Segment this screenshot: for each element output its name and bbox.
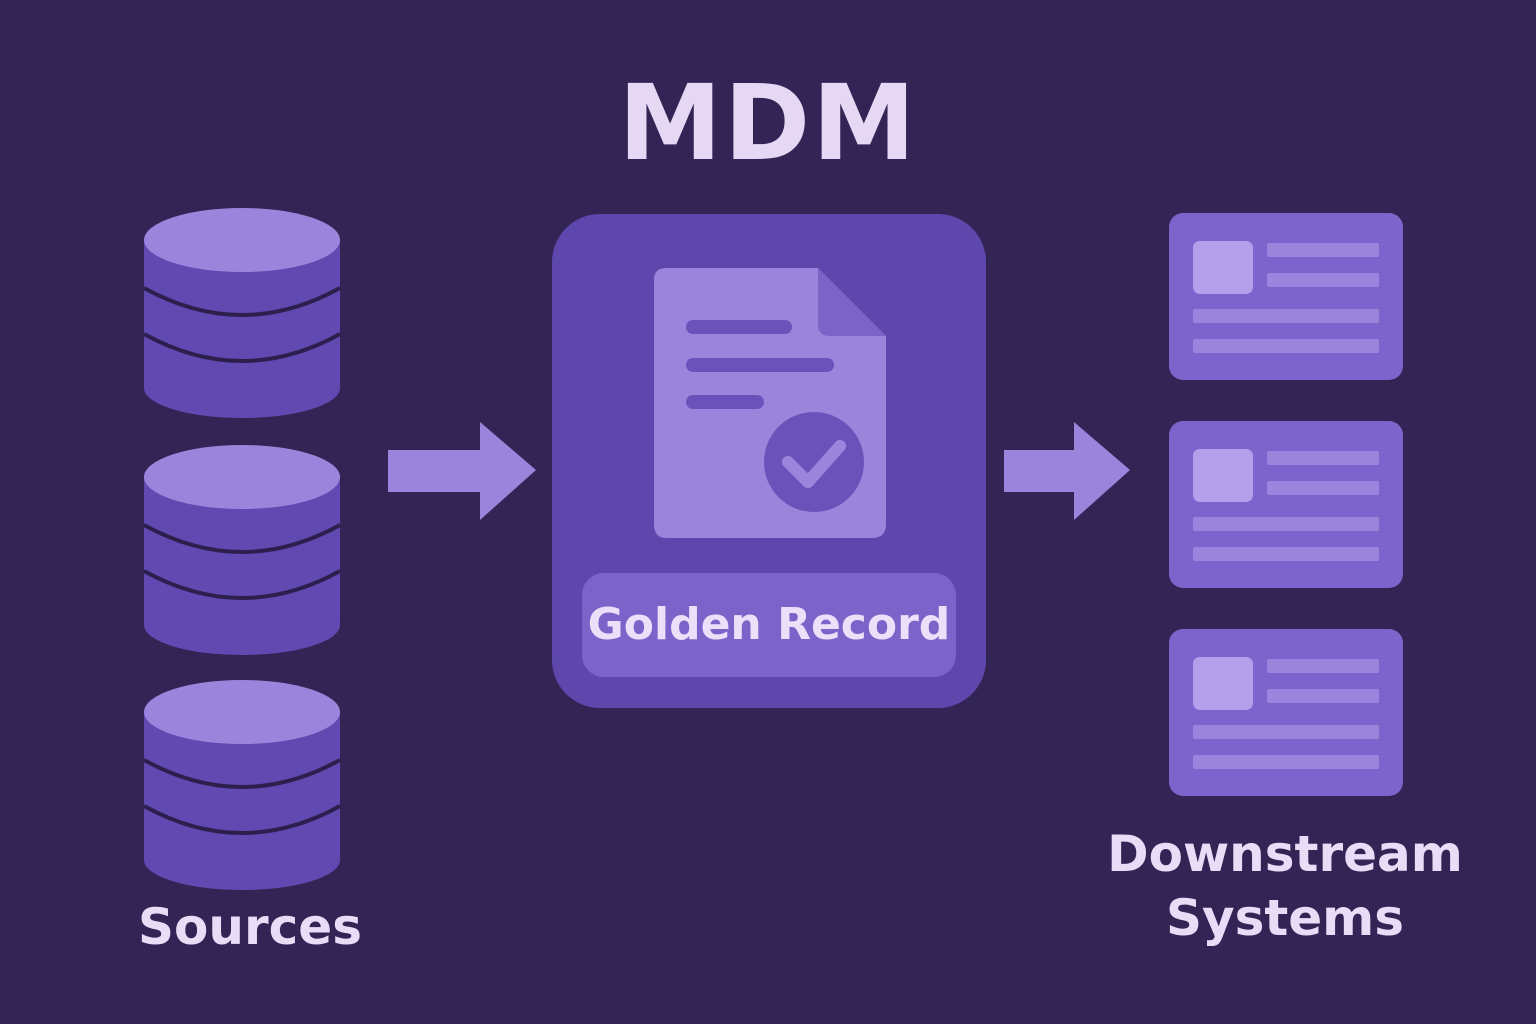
card-thumbnail (1193, 657, 1253, 710)
downstream-system-card (1169, 421, 1403, 588)
downstream-label: Downstream Systems (1100, 822, 1470, 950)
card-line (1193, 547, 1379, 561)
golden-record-label: Golden Record (587, 599, 951, 650)
source-database-icon (142, 443, 342, 657)
card-line (1267, 273, 1379, 287)
source-database-icon (142, 206, 342, 420)
downstream-system-card (1169, 213, 1403, 380)
arrow-right-icon (1004, 420, 1132, 526)
card-line (1267, 481, 1379, 495)
diagram-title: MDM (618, 62, 918, 184)
card-thumbnail (1193, 241, 1253, 294)
source-database-icon (142, 678, 342, 892)
downstream-label-line2: Systems (1165, 889, 1405, 947)
card-line (1267, 659, 1379, 673)
card-line (1193, 755, 1379, 769)
downstream-label-line1: Downstream (1107, 825, 1463, 883)
downstream-system-card (1169, 629, 1403, 796)
card-line (1267, 243, 1379, 257)
card-thumbnail (1193, 449, 1253, 502)
sources-label: Sources (138, 898, 362, 956)
card-line (1193, 725, 1379, 739)
arrow-right-icon (388, 420, 538, 526)
card-line (1193, 309, 1379, 323)
card-line (1193, 339, 1379, 353)
card-line (1193, 517, 1379, 531)
card-line (1267, 451, 1379, 465)
document-check-icon (652, 266, 888, 544)
golden-record-badge (582, 573, 956, 677)
card-line (1267, 689, 1379, 703)
